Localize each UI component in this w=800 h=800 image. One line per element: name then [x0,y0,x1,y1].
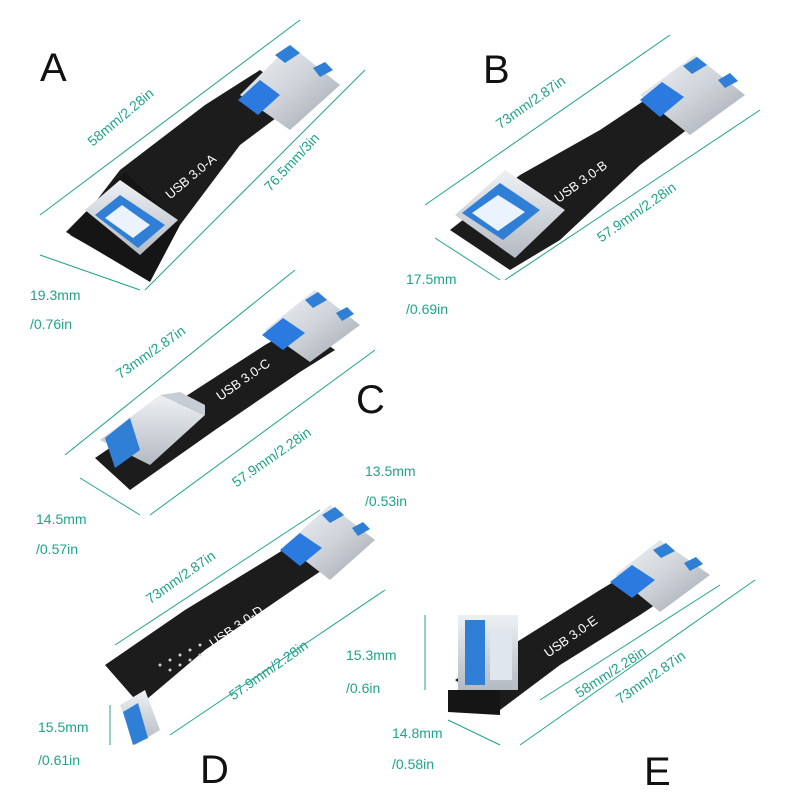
dim-line [434,237,501,281]
adapter-a-male-plug [240,45,340,130]
dim-b-height-mm: 17.5mm [406,271,457,287]
adapter-c [64,269,376,516]
adapter-d-plug-slot [352,522,370,536]
adapter-d-contacts [280,533,322,566]
dim-line [39,19,301,216]
board-dot [178,653,182,657]
adapter-c-plug-slot [305,292,327,308]
adapter-c-contacts [262,318,305,350]
panel-letter-b: B [483,48,510,92]
dim-line [519,579,756,746]
adapter-b-plug-slot [683,57,707,74]
dim-d-height-mm: 15.5mm [38,719,89,735]
dim-d-height-in: /0.61in [38,752,81,768]
adapter-a-port-tongue [105,205,150,238]
panel-letter-a: A [40,46,67,90]
dim-line [169,589,386,736]
adapter-c-port-insert [105,418,140,468]
dim-a-width-in: /0.76in [30,316,73,332]
dim-e-height-mm: 15.3mm [346,647,397,663]
dim-line [447,719,501,746]
board-dot [198,653,202,657]
board-dot [198,643,202,647]
board-dot [188,658,192,662]
dim-line [114,509,321,646]
dim-e-width-mm: 14.8mm [392,725,443,741]
dim-line [144,69,366,291]
dim-line [64,269,296,456]
adapter-e-plug-slot [653,543,675,558]
dim-line [79,477,141,516]
dim-line [424,34,671,206]
dim-line [149,349,376,516]
dim-line [539,584,721,701]
adapter-d-board [105,530,345,705]
adapter-b-male-plug [640,55,745,135]
adapter-b-plug-slot [718,73,738,88]
panel-letter-d: D [200,748,229,792]
panel-letter-e: E [644,750,671,794]
dim-b-height-in: /0.69in [406,301,449,317]
board-dot [168,658,172,662]
dim-e-width-in: /0.58in [392,756,435,772]
adapter-a-plug-slot [313,62,333,77]
board-dot [168,668,172,672]
dim-a-width-mm: 19.3mm [30,287,81,303]
adapter-c-port-top [160,392,205,415]
adapter-a [39,19,366,291]
dim-e-height-in: /0.6in [346,680,381,696]
dim-c-height-in: /0.57in [36,541,79,557]
adapter-b [424,34,761,281]
dim-d-top-mm: 13.5mm [365,463,416,479]
board-dot [158,663,162,667]
adapter-b-contacts [640,82,684,117]
dim-c-height-mm: 14.5mm [36,511,87,527]
adapter-e-plug-slot [684,557,703,571]
panel-letter-c: C [356,378,385,422]
adapter-d [105,505,386,745]
adapter-d-male-plug [285,505,375,580]
board-dot [178,663,182,667]
adapter-e-port-insert [465,620,485,685]
adapter-a-contacts [238,80,280,115]
adapter-e [424,540,756,746]
adapter-e-male-plug [615,540,710,612]
adapter-c-plug-slot [336,307,354,321]
dim-line [39,254,141,291]
adapter-d-port-insert [123,703,148,745]
board-dot [188,648,192,652]
adapter-d-plug-slot [322,507,344,523]
adapter-e-board-base [448,690,500,715]
adapter-e-contacts [610,565,655,598]
dim-d-top-in: /0.53in [365,493,408,509]
adapter-e-port-tongue [490,630,512,680]
dim-line [504,109,761,281]
adapter-a-plug-slot [275,45,300,63]
adapter-b-port-tongue [472,195,525,231]
